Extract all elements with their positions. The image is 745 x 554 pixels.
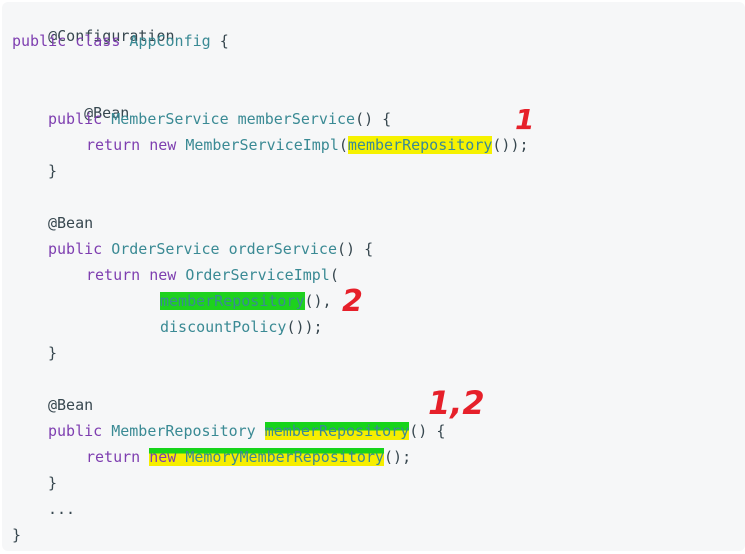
- method-parens: () {: [355, 110, 392, 128]
- highlighted-method-name: memberRepository: [264, 422, 410, 440]
- paren-open: (: [338, 136, 348, 154]
- code-line-18: return new MemoryMemberRepository();: [86, 447, 411, 467]
- method-parens: () {: [337, 240, 374, 258]
- method-name: memberService: [237, 110, 356, 128]
- annotation-bean: @Bean: [84, 104, 130, 122]
- keyword-public: public: [48, 240, 103, 258]
- code-line-7: }: [48, 161, 57, 181]
- code-line-11: return new OrderServiceImpl(: [86, 265, 339, 285]
- code-line-16: @Bean: [48, 395, 93, 415]
- annotation-mark-1-2: 1,2: [428, 384, 485, 422]
- highlighted-call: memberRepository: [160, 292, 305, 310]
- code-line-1: @Configuration: [12, 6, 174, 45]
- brace-close: }: [12, 526, 22, 544]
- ellipsis: ...: [48, 500, 76, 518]
- keyword-public: public: [48, 422, 103, 440]
- keyword-class: class: [75, 32, 121, 50]
- annotation-bean: @Bean: [48, 396, 94, 414]
- code-line-21: }: [12, 525, 21, 545]
- return-type: MemberRepository: [111, 422, 256, 440]
- annotation-bean: @Bean: [48, 214, 94, 232]
- impl-type: OrderServiceImpl: [185, 266, 330, 284]
- brace-close: }: [48, 344, 58, 362]
- call-name: discountPolicy: [160, 318, 287, 336]
- annotation-mark-1: 1: [515, 103, 535, 136]
- class-name: AppConfig: [129, 32, 211, 50]
- keyword-return: return: [86, 448, 141, 466]
- code-line-5: public MemberService memberService() {: [48, 109, 391, 129]
- keyword-public: public: [48, 110, 103, 128]
- paren-close: ());: [492, 136, 529, 154]
- code-line-10: public OrderService orderService() {: [48, 239, 373, 259]
- keyword-return: return: [86, 136, 141, 154]
- code-line-14: }: [48, 343, 57, 363]
- keyword-new: new: [149, 448, 177, 466]
- code-line-2: public class AppConfig {: [12, 31, 229, 51]
- code-line-19: }: [48, 473, 57, 493]
- annotation-configuration: @Configuration: [48, 27, 175, 45]
- code-line-9: @Bean: [48, 213, 93, 233]
- return-type: OrderService: [111, 240, 220, 258]
- call-parens: ());: [286, 318, 323, 336]
- code-line-13: discountPolicy());: [160, 317, 323, 337]
- highlighted-call: memberRepository: [347, 136, 493, 154]
- keyword-new: new: [149, 266, 177, 284]
- method-parens: () {: [409, 422, 446, 440]
- impl-type: MemoryMemberRepository: [185, 448, 385, 466]
- keyword-public: public: [12, 32, 67, 50]
- highlighted-new-expression: new MemoryMemberRepository: [149, 448, 385, 466]
- keyword-new: new: [149, 136, 177, 154]
- annotation-mark-2: 2: [342, 284, 363, 319]
- brace-close: }: [48, 474, 58, 492]
- code-line-12: memberRepository(),: [160, 291, 332, 311]
- call-parens: ();: [384, 448, 412, 466]
- brace-close: }: [48, 162, 58, 180]
- paren-open: (: [329, 266, 339, 284]
- call-parens: (),: [304, 292, 332, 310]
- code-line-6: return new MemberServiceImpl(memberRepos…: [86, 135, 529, 155]
- brace-open: {: [210, 32, 229, 50]
- code-line-20: ...: [48, 499, 75, 519]
- method-name: orderService: [228, 240, 337, 258]
- code-line-4: @Bean: [48, 83, 129, 122]
- keyword-return: return: [86, 266, 141, 284]
- code-line-17: public MemberRepository memberRepository…: [48, 421, 445, 441]
- return-type: MemberService: [111, 110, 229, 128]
- impl-type: MemberServiceImpl: [185, 136, 339, 154]
